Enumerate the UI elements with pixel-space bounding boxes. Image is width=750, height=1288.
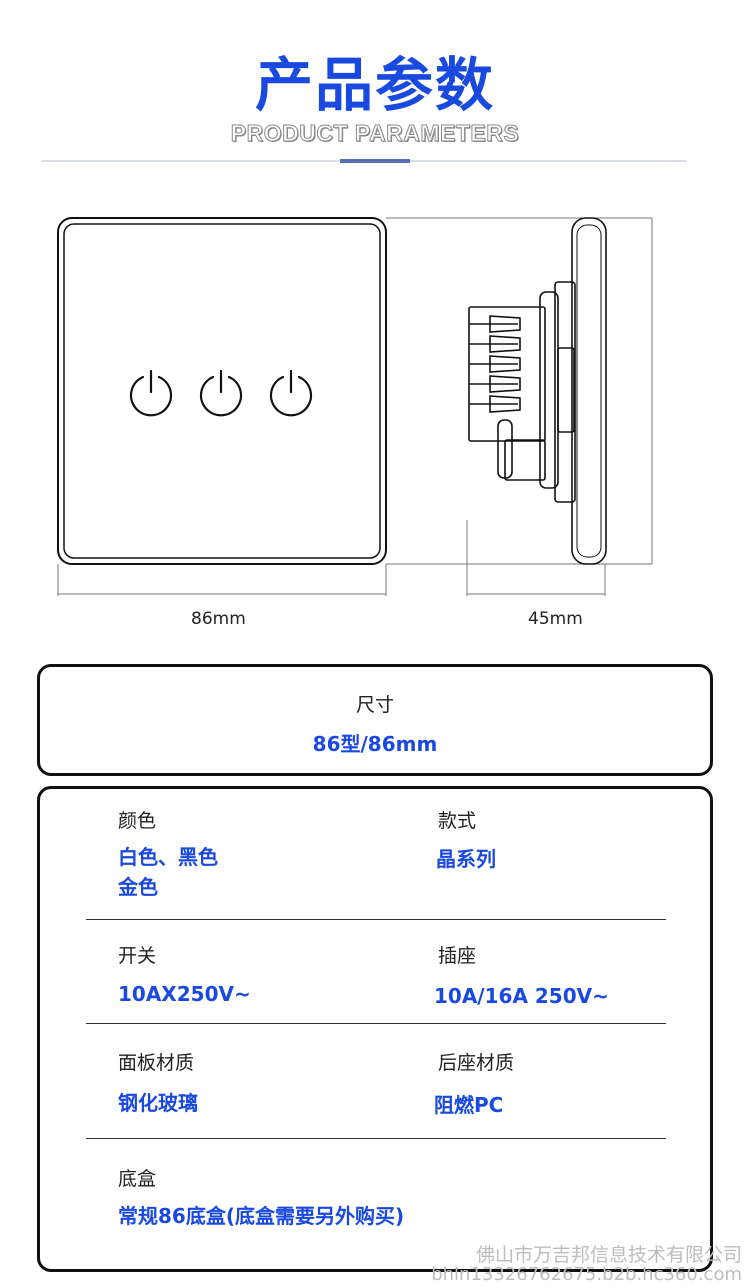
spec-divider bbox=[86, 919, 666, 920]
spec-label-back-box: 底盒 bbox=[118, 1168, 157, 1190]
spec-label-switch: 开关 bbox=[118, 945, 157, 967]
width-dimension-label: 86mm bbox=[191, 609, 246, 629]
spec-value-style: 晶系列 bbox=[436, 847, 496, 871]
side-view bbox=[468, 217, 607, 565]
power-icon bbox=[199, 369, 243, 417]
front-panel-inner bbox=[63, 223, 381, 559]
side-panel bbox=[571, 217, 607, 565]
spec-label-style: 款式 bbox=[438, 810, 477, 832]
spec-value-back-box: 常规86底盒(底盒需要另外购买) bbox=[118, 1204, 405, 1228]
spec-card bbox=[37, 786, 713, 1272]
watermark-company: 佛山市万吉邦信息技术有限公司 bbox=[475, 1244, 742, 1266]
power-icon bbox=[129, 369, 173, 417]
spec-label-color: 颜色 bbox=[118, 810, 157, 832]
spec-label-socket: 插座 bbox=[438, 945, 477, 967]
page-title: 产品参数 bbox=[254, 51, 495, 119]
product-dimension-drawing bbox=[57, 217, 653, 596]
spec-value-panel-material: 钢化玻璃 bbox=[118, 1091, 198, 1115]
spec-divider bbox=[86, 1138, 666, 1139]
side-frame bbox=[554, 281, 576, 503]
spec-value-socket: 10A/16A 250V~ bbox=[434, 984, 609, 1008]
rear-base bbox=[468, 306, 546, 442]
watermark-url: bhln13326762675.b2b.hc360.com bbox=[431, 1264, 742, 1285]
size-value: 86型/86mm bbox=[312, 732, 438, 756]
header-divider-accent bbox=[340, 159, 410, 163]
depth-dimension-label: 45mm bbox=[528, 609, 583, 629]
size-card bbox=[37, 664, 713, 776]
spec-label-panel-material: 面板材质 bbox=[118, 1052, 195, 1074]
spec-value-switch: 10AX250V~ bbox=[118, 982, 251, 1006]
spec-label-base-material: 后座材质 bbox=[438, 1052, 515, 1074]
spec-divider bbox=[86, 1023, 666, 1024]
power-icon bbox=[269, 369, 313, 417]
spec-value-base-material: 阻燃PC bbox=[434, 1093, 504, 1117]
spec-value-color-line1: 白色、黑色 bbox=[118, 845, 218, 869]
front-panel-outer bbox=[57, 217, 387, 565]
size-label: 尺寸 bbox=[355, 694, 394, 716]
page-subtitle: PRODUCT PARAMETERS bbox=[230, 120, 520, 147]
dimension-lines bbox=[57, 217, 653, 596]
spec-value-color-line2: 金色 bbox=[118, 875, 158, 899]
front-view bbox=[57, 217, 387, 565]
